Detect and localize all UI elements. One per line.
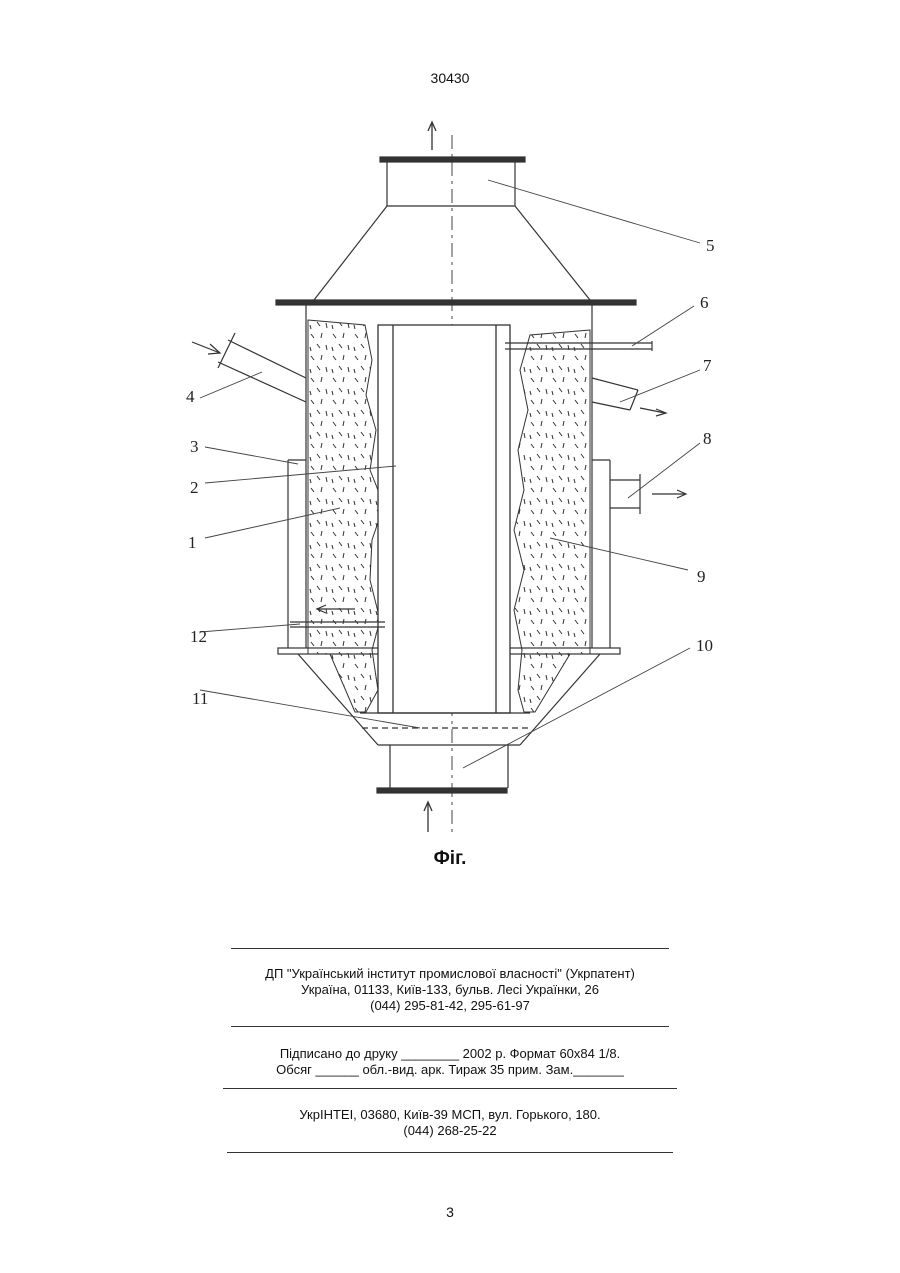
outlet-arrow-top bbox=[428, 122, 436, 150]
inlet-arrow-bottom bbox=[424, 802, 432, 832]
packing-right bbox=[514, 330, 590, 712]
exhaust-hood bbox=[276, 157, 636, 305]
label-1: 1 bbox=[188, 533, 197, 552]
label-10: 10 bbox=[696, 636, 713, 655]
publisher-phone: (044) 295-81-42, 295-61-97 bbox=[0, 998, 900, 1014]
label-11: 11 bbox=[192, 689, 208, 708]
label-3: 3 bbox=[190, 437, 199, 456]
publisher-block: ДП "Український інститут промислової вла… bbox=[0, 966, 900, 1014]
printer-block: УкрІНТЕІ, 03680, Київ-39 МСП, вул. Горьк… bbox=[0, 1107, 900, 1139]
label-2: 2 bbox=[190, 478, 199, 497]
inlet-nozzle bbox=[192, 333, 306, 402]
divider bbox=[223, 1088, 677, 1089]
print-info-block: Підписано до друку ________ 2002 р. Форм… bbox=[0, 1046, 900, 1078]
divider bbox=[231, 1026, 669, 1027]
jacket-outlet bbox=[610, 474, 686, 514]
label-6: 6 bbox=[700, 293, 709, 312]
label-8: 8 bbox=[703, 429, 712, 448]
divider bbox=[227, 1152, 673, 1153]
packing-left bbox=[308, 320, 384, 712]
label-5: 5 bbox=[706, 236, 715, 255]
page-number: 3 bbox=[0, 1204, 900, 1220]
publisher-line: ДП "Український інститут промислової вла… bbox=[0, 966, 900, 982]
printer-address: УкрІНТЕІ, 03680, Київ-39 МСП, вул. Горьк… bbox=[0, 1107, 900, 1123]
print-info-line: Обсяг ______ обл.-вид. арк. Тираж 35 при… bbox=[0, 1062, 900, 1078]
label-9: 9 bbox=[697, 567, 706, 586]
printer-phone: (044) 268-25-22 bbox=[0, 1123, 900, 1139]
publisher-address: Україна, 01133, Київ-133, бульв. Лесі Ук… bbox=[0, 982, 900, 998]
label-4: 4 bbox=[186, 387, 195, 406]
apparatus-drawing: 4 3 2 1 12 11 5 6 7 8 9 10 bbox=[0, 0, 900, 880]
label-7: 7 bbox=[703, 356, 712, 375]
outlet-nozzle bbox=[592, 378, 666, 416]
print-info-line: Підписано до друку ________ 2002 р. Форм… bbox=[0, 1046, 900, 1062]
central-tube bbox=[378, 325, 510, 713]
divider bbox=[231, 948, 669, 949]
figure-caption: Фіг. bbox=[0, 848, 900, 870]
label-12: 12 bbox=[190, 627, 207, 646]
